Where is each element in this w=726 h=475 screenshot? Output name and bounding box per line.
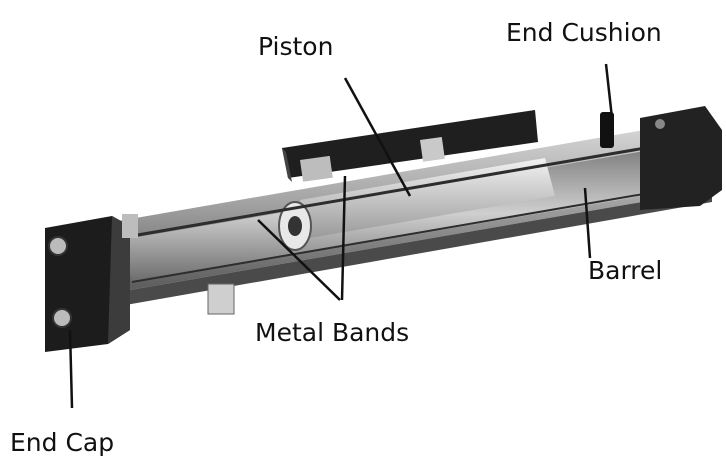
piston-label: Piston: [258, 32, 334, 61]
left-end-cap: [45, 214, 138, 352]
metal-band-bottom: [131, 185, 691, 283]
barrel-label: Barrel: [588, 256, 663, 285]
piston-body: [300, 158, 555, 238]
carriage-block: [282, 110, 538, 182]
end-cap-label: End Cap: [10, 428, 115, 457]
metal-bands-leader-2: [340, 175, 347, 301]
piston-leader: [343, 77, 412, 197]
end-cushion-label: End Cushion: [506, 18, 662, 47]
end-cushion-leader: [604, 63, 614, 119]
leader-lines: [68, 63, 614, 409]
metal-bands-leader-1: [257, 219, 341, 301]
metal-bands-label: Metal Bands: [255, 318, 410, 347]
right-end-cap: [600, 106, 722, 210]
barrel-leader: [583, 187, 592, 259]
metal-band-top: [119, 140, 681, 240]
barrel-body: [95, 122, 712, 315]
end-cushion-screw: [600, 112, 614, 148]
end-cap-leader: [68, 329, 74, 409]
